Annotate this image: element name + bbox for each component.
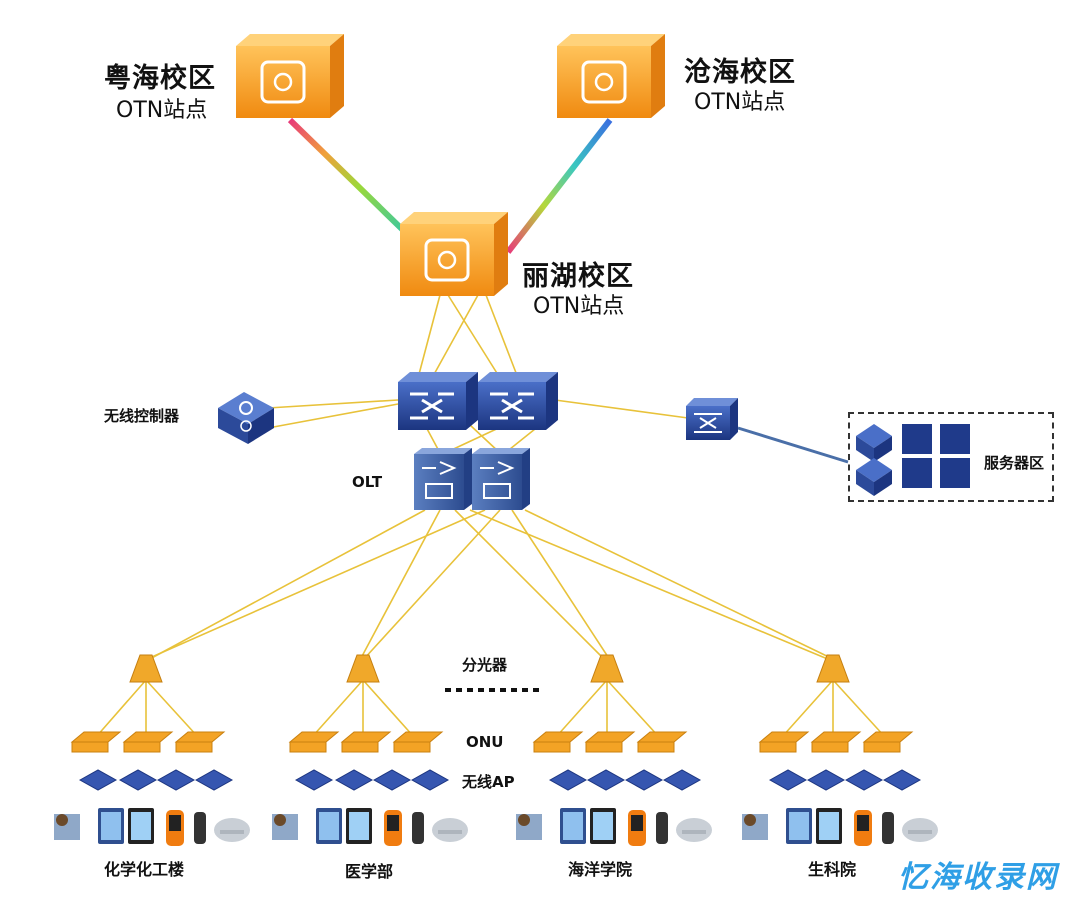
splitters [129, 654, 850, 683]
link-yuehai-lihu [287, 117, 408, 235]
wireless-controller-label: 无线控制器 [104, 407, 180, 425]
link-canghai-lihu [505, 118, 613, 254]
olt-label: OLT [352, 473, 383, 491]
server-zone-label: 服务器区 [984, 454, 1045, 472]
server-link [737, 426, 849, 464]
building-label-2: 医学部 [345, 862, 394, 881]
server-devices [856, 424, 970, 496]
onu-label: ONU [466, 733, 504, 751]
campus-name-yuehai: 粤海校区 [104, 63, 216, 94]
onu-devices [70, 731, 914, 753]
wireless-ap-devices [78, 769, 922, 791]
campus-name-canghai: 沧海校区 [684, 57, 796, 88]
campus-sub-canghai: OTN站点 [694, 90, 786, 115]
splitter-label: 分光器 [462, 656, 508, 674]
wireless-controller-device [218, 392, 274, 444]
endpoints-group-3 [516, 808, 712, 846]
olt-device-1 [414, 448, 472, 510]
building-label-4: 生科院 [808, 860, 857, 879]
campus-sub-lihu: OTN站点 [533, 294, 625, 319]
otn-ring-links [287, 70, 613, 254]
access-switch [686, 398, 738, 440]
core-switch-1 [398, 372, 478, 430]
endpoints-group-1 [54, 808, 250, 846]
building-label-3: 海洋学院 [568, 860, 633, 879]
building-label-1: 化学化工楼 [104, 860, 185, 879]
server-zone-box [848, 412, 1054, 502]
otn-device-yuehai [236, 34, 344, 118]
campus-sub-yuehai: OTN站点 [116, 98, 208, 123]
watermark: 忆海收录网 [898, 860, 1058, 895]
endpoints-group-2 [272, 808, 468, 846]
otn-device-canghai [557, 34, 665, 118]
campus-name-lihu: 丽湖校区 [522, 261, 634, 292]
olt-device-2 [472, 448, 530, 510]
endpoints-group-4 [742, 808, 938, 846]
core-switch-2 [478, 372, 558, 430]
wireless-ap-label: 无线AP [462, 773, 515, 791]
otn-device-lihu [400, 212, 508, 296]
